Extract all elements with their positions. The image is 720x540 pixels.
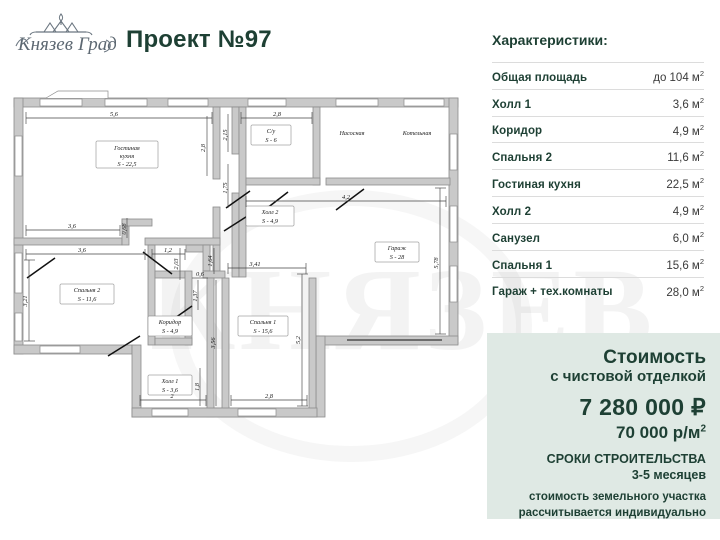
spec-label: Общая площадь — [492, 71, 588, 84]
build-term-label: СРОКИ СТРОИТЕЛЬСТВА — [546, 451, 706, 466]
dim-corr-h37: 1,37 — [192, 290, 199, 302]
spec-label: Спальня 1 — [492, 259, 553, 272]
build-term-value: 3-5 месяцев — [631, 468, 706, 483]
svg-text:кухня: кухня — [120, 153, 134, 160]
room-label-living-kitchen: Гостиная — [113, 145, 140, 152]
dim-bed2-top: 3,6 — [77, 247, 87, 254]
svg-text:S - 11,6: S - 11,6 — [78, 296, 98, 303]
price-heading: Стоимость — [603, 347, 706, 368]
spec-label: Холл 2 — [492, 205, 532, 218]
plan-openings — [14, 90, 458, 417]
crown-icon — [29, 13, 93, 36]
room-labels: Гостиная кухня S - 22,5 С/у S - 6 Холл 2… — [59, 124, 432, 396]
spec-label: Коридор — [492, 125, 543, 138]
dim-corr-v: 2,03 — [173, 258, 180, 269]
spec-value: 11,6 м2 — [667, 149, 704, 165]
spec-row: Санузел 6,0 м2 — [492, 222, 704, 250]
spec-label: Спальня 2 — [492, 152, 553, 165]
svg-text:S - 6: S - 6 — [265, 137, 277, 144]
dim-hall1-v: 3,56 — [210, 337, 217, 350]
dim-corr-small: 0,6 — [196, 271, 205, 278]
plan-dimensions: 5,6 2,8 2,8 2,15 1,75 3,6 0,68 — [22, 111, 447, 407]
spec-label: Гостиная кухня — [492, 179, 581, 192]
logo-script: Князев Град — [15, 34, 116, 55]
spec-value: 22,5 м2 — [666, 176, 704, 192]
svg-text:Град: Град — [77, 34, 116, 55]
spec-value: 6,0 м2 — [672, 229, 704, 245]
dim-top-bath: 2,8 — [273, 111, 282, 118]
brand-logo: Князев Град — [6, 6, 116, 62]
svg-text:Князев: Князев — [17, 34, 73, 55]
dim-niche: 0,68 — [121, 223, 128, 235]
land-note-line1: стоимость земельного участка — [528, 491, 706, 504]
spec-value: 4,9 м2 — [672, 203, 704, 218]
spec-row: Коридор 4,9 м2 — [492, 115, 704, 143]
dim-garage-top: 4,2 — [342, 194, 351, 201]
spec-value: 15,6 м2 — [666, 256, 704, 272]
room-label-pump: Насосная — [338, 130, 364, 137]
dim-living-bot: 3,6 — [67, 223, 77, 230]
price-total: 7 280 000 ₽ — [579, 394, 706, 421]
dim-corr-top: 1,2 — [164, 247, 173, 254]
price-per-sqm: 70 000 р/м2 — [616, 422, 706, 442]
spec-value: до 104 м2 — [653, 69, 704, 84]
svg-text:S - 28: S - 28 — [390, 254, 405, 261]
room-label-hall1: Холл 1 — [161, 378, 179, 385]
spec-label: Гараж + тех.комнаты — [492, 286, 613, 299]
room-label-corridor: Коридор — [158, 319, 181, 326]
svg-text:S - 4,9: S - 4,9 — [162, 328, 178, 335]
spec-label: Холл 1 — [492, 98, 532, 111]
price-subheading: с чистовой отделкой — [550, 368, 706, 386]
floor-plan-drawing: .w { fill:#c9c9c9; stroke:#8c8c8c; strok… — [0, 88, 472, 458]
spec-row: Холл 2 4,9 м2 — [492, 196, 704, 223]
room-label-bathroom: С/у — [267, 128, 276, 135]
room-label-garage: Гараж — [387, 245, 407, 252]
characteristics-panel: Характеристики: Общая площадь до 104 м2 … — [492, 32, 704, 303]
svg-text:S - 4,9: S - 4,9 — [262, 218, 278, 225]
spec-value: 4,9 м2 — [672, 122, 704, 138]
room-label-hall2: Холл 2 — [261, 209, 279, 216]
dim-garage-right: 5,78 — [433, 257, 440, 269]
spec-row: Общая площадь до 104 м2 — [492, 62, 704, 89]
svg-text:S - 3,6: S - 3,6 — [162, 387, 179, 394]
dim-bed2-left: 3,21 — [22, 295, 29, 307]
price-panel: Стоимость с чистовой отделкой 7 280 000 … — [487, 333, 720, 519]
room-label-boiler: Котельная — [402, 130, 432, 137]
spec-row: Гараж + тех.комнаты 28,0 м2 — [492, 276, 704, 304]
dim-bed1-bot: 2,8 — [265, 393, 274, 400]
spec-label: Санузел — [492, 232, 540, 245]
spec-row: Спальня 2 11,6 м2 — [492, 142, 704, 169]
dim-hall2-right: 2,15 — [222, 129, 229, 140]
characteristics-heading: Характеристики: — [492, 32, 608, 48]
dim-bed1-top: 3,41 — [248, 261, 260, 268]
page-title: Проект №97 — [126, 26, 272, 53]
dim-living-right: 2,8 — [200, 143, 207, 152]
spec-row: Гостиная кухня 22,5 м2 — [492, 169, 704, 196]
dim-hall2-low: 1,75 — [222, 182, 229, 193]
spec-value: 28,0 м2 — [666, 283, 704, 299]
spec-row: Спальня 1 15,6 м2 — [492, 249, 704, 277]
dim-hall1-right: 1,8 — [194, 382, 201, 391]
room-label-bedroom1: Спальня 1 — [250, 319, 276, 326]
svg-text:S - 22,5: S - 22,5 — [117, 161, 136, 168]
dim-hall1-bot: 2 — [170, 393, 174, 400]
spec-row: Холл 1 3,6 м2 — [492, 88, 704, 116]
dim-bed1-right: 5,2 — [295, 335, 302, 344]
spec-value: 3,6 м2 — [672, 95, 704, 111]
svg-text:S - 15,6: S - 15,6 — [253, 328, 273, 335]
room-label-bedroom2: Спальня 2 — [74, 287, 100, 294]
dim-top-living: 5,6 — [110, 111, 119, 118]
dim-corr-right: 1,64 — [207, 255, 214, 267]
land-note-line2: рассчитывается индивидуально — [518, 506, 706, 519]
